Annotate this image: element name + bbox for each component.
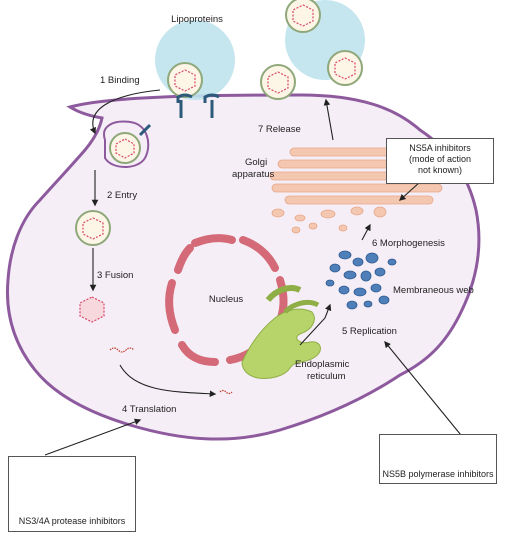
viral-rna: [219, 389, 233, 395]
virion-release-3: [327, 50, 363, 86]
membraneous-web: [325, 250, 397, 310]
virion-binding: [167, 62, 203, 98]
ns34a-label: NS3/4A protease inhibitors: [18, 516, 126, 526]
virion-release-2: [260, 64, 296, 100]
label-translation: 4 Translation: [122, 404, 176, 415]
virion-entry: [75, 210, 111, 246]
receptor: [203, 93, 220, 118]
ns5a-label-line-1: NS5A inhibitors: [409, 143, 471, 153]
label-morphogenesis: 6 Morphogenesis: [372, 238, 445, 249]
label-fusion: 3 Fusion: [97, 270, 133, 281]
ns5b-label: NS5B polymerase inhibitors: [382, 469, 494, 479]
virion-release-1: [285, 0, 321, 33]
label-golgi-2: apparatus: [232, 169, 275, 180]
naked-capsid: [79, 296, 105, 323]
flow-arrows: [44, 89, 466, 456]
viral-rna: [109, 347, 135, 353]
label-lipoproteins: Lipoproteins: [171, 14, 223, 25]
label-membraneous-web: Membraneous web: [393, 285, 474, 296]
ns5a-label-line-3: not known): [417, 165, 463, 175]
receptor: [176, 93, 193, 118]
label-golgi-1: Golgi: [245, 157, 267, 168]
cell-membrane: [5, 93, 481, 441]
ns5a-label-line-2: (mode of action: [408, 154, 472, 164]
ns5b-inhibitors-box: NS5B polymerase inhibitors: [379, 434, 497, 484]
endoplasmic-reticulum: [241, 285, 321, 379]
label-replication: 5 Replication: [342, 326, 397, 337]
ns34a-inhibitors-box: NS3/4A protease inhibitors: [8, 456, 136, 532]
label-release: 7 Release: [258, 124, 301, 135]
label-nucleus: Nucleus: [209, 294, 244, 305]
label-er-1: Endoplasmic: [295, 359, 350, 370]
label-binding: 1 Binding: [100, 75, 140, 86]
label-entry: 2 Entry: [107, 190, 137, 201]
endocytic-vesicle: [103, 120, 152, 168]
ns5a-inhibitors-box: NS5A inhibitors (mode of action not know…: [386, 138, 494, 184]
label-er-2: reticulum: [307, 371, 346, 382]
